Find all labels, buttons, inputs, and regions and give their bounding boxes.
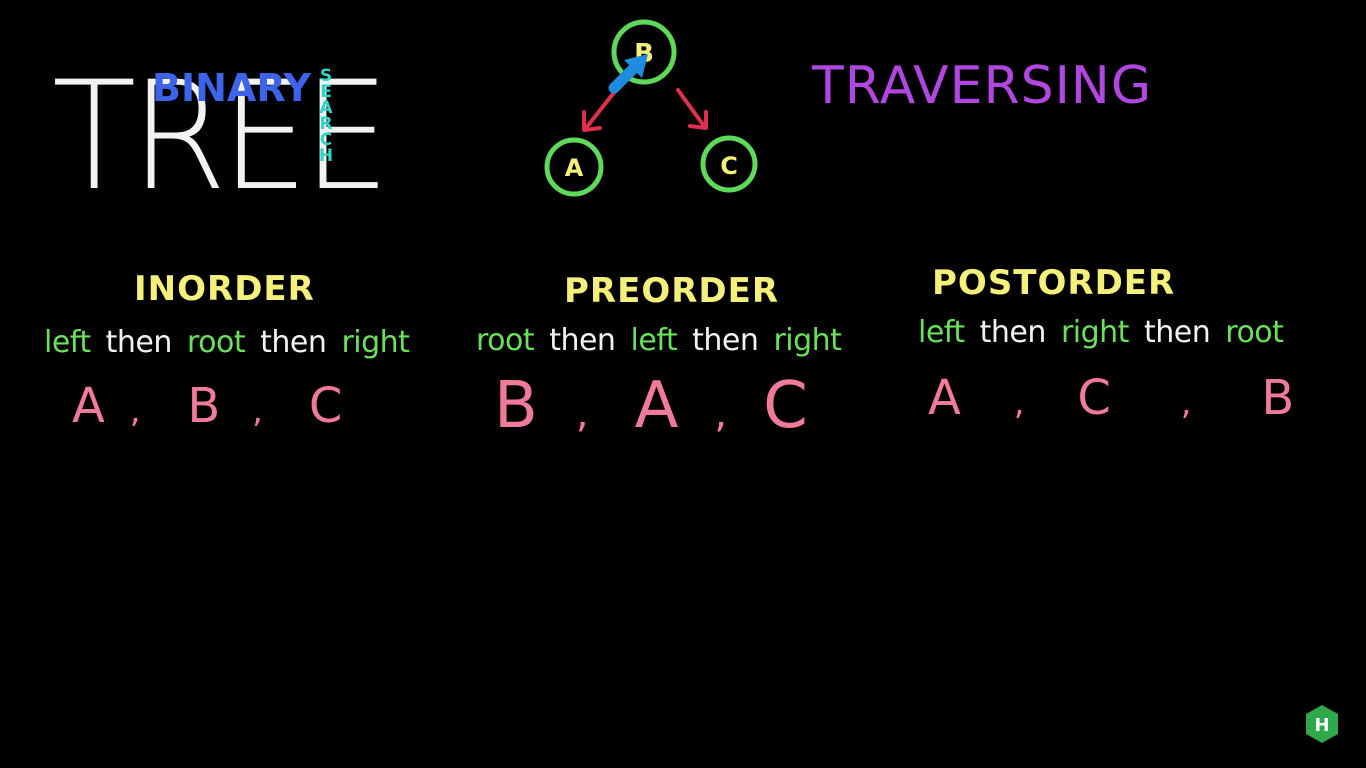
preorder-seq-item: B xyxy=(494,369,538,443)
preorder-seq-item: , xyxy=(714,391,728,437)
traversing-title: TRAVERSING xyxy=(812,56,1153,116)
inorder-seq-item: , xyxy=(129,391,141,431)
highlight-arrow xyxy=(608,54,648,94)
tree-title: TREE xyxy=(52,50,390,224)
hexagon-logo-icon: H xyxy=(1306,705,1338,743)
inorder-rule-word: then xyxy=(260,325,327,360)
right-node-circle xyxy=(700,135,758,193)
left-node-circle xyxy=(544,137,604,197)
preorder-seq-item: C xyxy=(763,369,808,443)
inorder-rule-word: then xyxy=(105,325,173,360)
preorder-title: PREORDER xyxy=(564,271,780,311)
inorder-seq-item: , xyxy=(252,391,263,431)
postorder-rule-word: left xyxy=(918,315,965,350)
postorder-rule: left then right then root xyxy=(918,316,1289,350)
postorder-rule-word: then xyxy=(1143,315,1211,350)
preorder-rule-word: then xyxy=(692,323,759,358)
binary-label: BINARY xyxy=(152,66,312,110)
root-node-circle xyxy=(611,19,677,85)
preorder-rule-word: root xyxy=(476,323,535,358)
postorder-sequence: A , C , B xyxy=(928,372,1294,429)
left-node-label: A xyxy=(565,154,584,182)
preorder-rule-word: right xyxy=(773,323,842,358)
preorder-seq-item: , xyxy=(575,391,589,437)
preorder-sequence: B , A , C xyxy=(494,372,808,448)
postorder-rule-word: then xyxy=(979,315,1047,350)
search-letter: S xyxy=(319,66,333,86)
search-letter: R xyxy=(319,114,333,134)
preorder-rule: root then left then right xyxy=(476,324,847,358)
preorder-seq-item: A xyxy=(634,369,679,443)
search-letter: C xyxy=(319,130,333,150)
search-letter: E xyxy=(320,82,332,102)
preorder-rule-word: left xyxy=(630,323,678,358)
postorder-rule-word: root xyxy=(1225,315,1284,350)
tree-diagram: B A C xyxy=(544,19,758,197)
inorder-rule-word: left xyxy=(44,325,91,360)
logo-letter: H xyxy=(1314,715,1329,736)
inorder-rule: left then root then right xyxy=(44,326,415,360)
inorder-seq-item: B xyxy=(187,378,221,434)
postorder-seq-item: , xyxy=(1013,383,1025,423)
search-letter: H xyxy=(318,146,334,166)
postorder-seq-item: , xyxy=(1180,383,1192,423)
postorder-seq-item: B xyxy=(1261,370,1295,426)
postorder-seq-item: A xyxy=(928,370,961,426)
inorder-rule-word: root xyxy=(186,325,246,360)
right-edge-arrow xyxy=(676,88,708,130)
preorder-rule-word: then xyxy=(549,323,616,358)
left-edge-arrow xyxy=(582,88,618,132)
search-letter: A xyxy=(319,98,333,118)
inorder-seq-item: A xyxy=(72,378,105,434)
postorder-seq-item: C xyxy=(1077,370,1111,426)
postorder-title: POSTORDER xyxy=(932,263,1176,303)
inorder-title: INORDER xyxy=(134,269,315,309)
inorder-seq-item: C xyxy=(308,378,343,434)
right-node-label: C xyxy=(720,152,738,180)
inorder-sequence: A , B , C xyxy=(72,380,342,437)
postorder-rule-word: right xyxy=(1060,315,1130,350)
inorder-rule-word: right xyxy=(341,325,410,360)
